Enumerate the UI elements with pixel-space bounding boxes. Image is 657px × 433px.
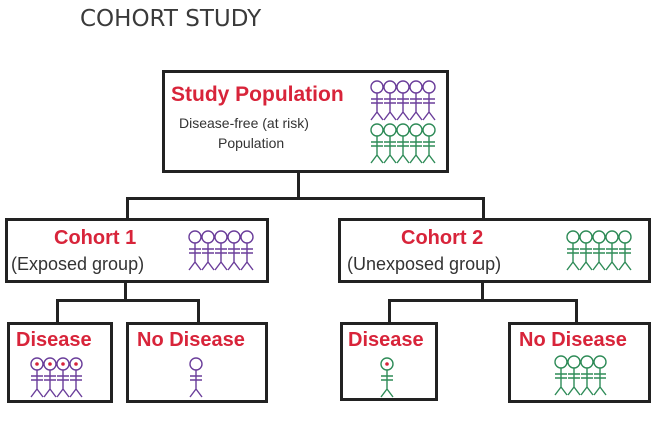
- cohort-2-disease-box: Disease: [340, 322, 438, 401]
- cohort-2-box: Cohort 2 (Unexposed group): [338, 218, 651, 283]
- connector-line: [126, 197, 129, 219]
- study-population-line2: Population: [218, 135, 285, 151]
- unexposed-figures-icon: [370, 123, 436, 164]
- cohort-2-heading: Cohort 2: [401, 227, 484, 249]
- outcome-label: No Disease: [519, 329, 627, 351]
- exposed-figures-icon: [370, 80, 436, 121]
- cohort-1-heading: Cohort 1: [54, 227, 137, 249]
- study-population-line1: Disease-free (at risk): [179, 115, 309, 131]
- diagram-title: COHORT STUDY: [80, 6, 262, 32]
- connector-line: [126, 197, 485, 200]
- cohort-2-no-disease-box: No Disease: [508, 322, 651, 403]
- outcome-label: No Disease: [137, 329, 245, 351]
- study-population-heading: Study Population: [171, 83, 344, 106]
- connector-line: [481, 282, 484, 301]
- cohort-1-disease-box: Disease: [7, 322, 113, 403]
- cohort-1-subtitle: (Exposed group): [11, 254, 145, 274]
- connector-line: [197, 299, 200, 323]
- connector-line: [388, 299, 391, 323]
- connector-line: [56, 299, 200, 302]
- connector-line: [56, 299, 59, 323]
- connector-line: [388, 299, 578, 302]
- connector-line: [482, 197, 485, 219]
- diseased-unexposed-figure-icon: [380, 357, 394, 398]
- connector-line: [297, 172, 300, 199]
- exposed-figures-icon: [188, 230, 254, 271]
- healthy-unexposed-figures-icon: [554, 355, 607, 396]
- connector-line: [124, 282, 127, 301]
- healthy-exposed-figure-icon: [189, 357, 203, 398]
- diseased-exposed-figures-icon: [30, 357, 83, 398]
- outcome-label: Disease: [348, 329, 424, 351]
- connector-line: [575, 299, 578, 323]
- outcome-label: Disease: [16, 329, 92, 351]
- unexposed-figures-icon: [566, 230, 632, 271]
- cohort-1-box: Cohort 1 (Exposed group): [5, 218, 269, 283]
- cohort-1-no-disease-box: No Disease: [126, 322, 268, 403]
- cohort-2-subtitle: (Unexposed group): [347, 254, 502, 274]
- study-population-box: Study Population Disease-free (at risk) …: [162, 70, 449, 173]
